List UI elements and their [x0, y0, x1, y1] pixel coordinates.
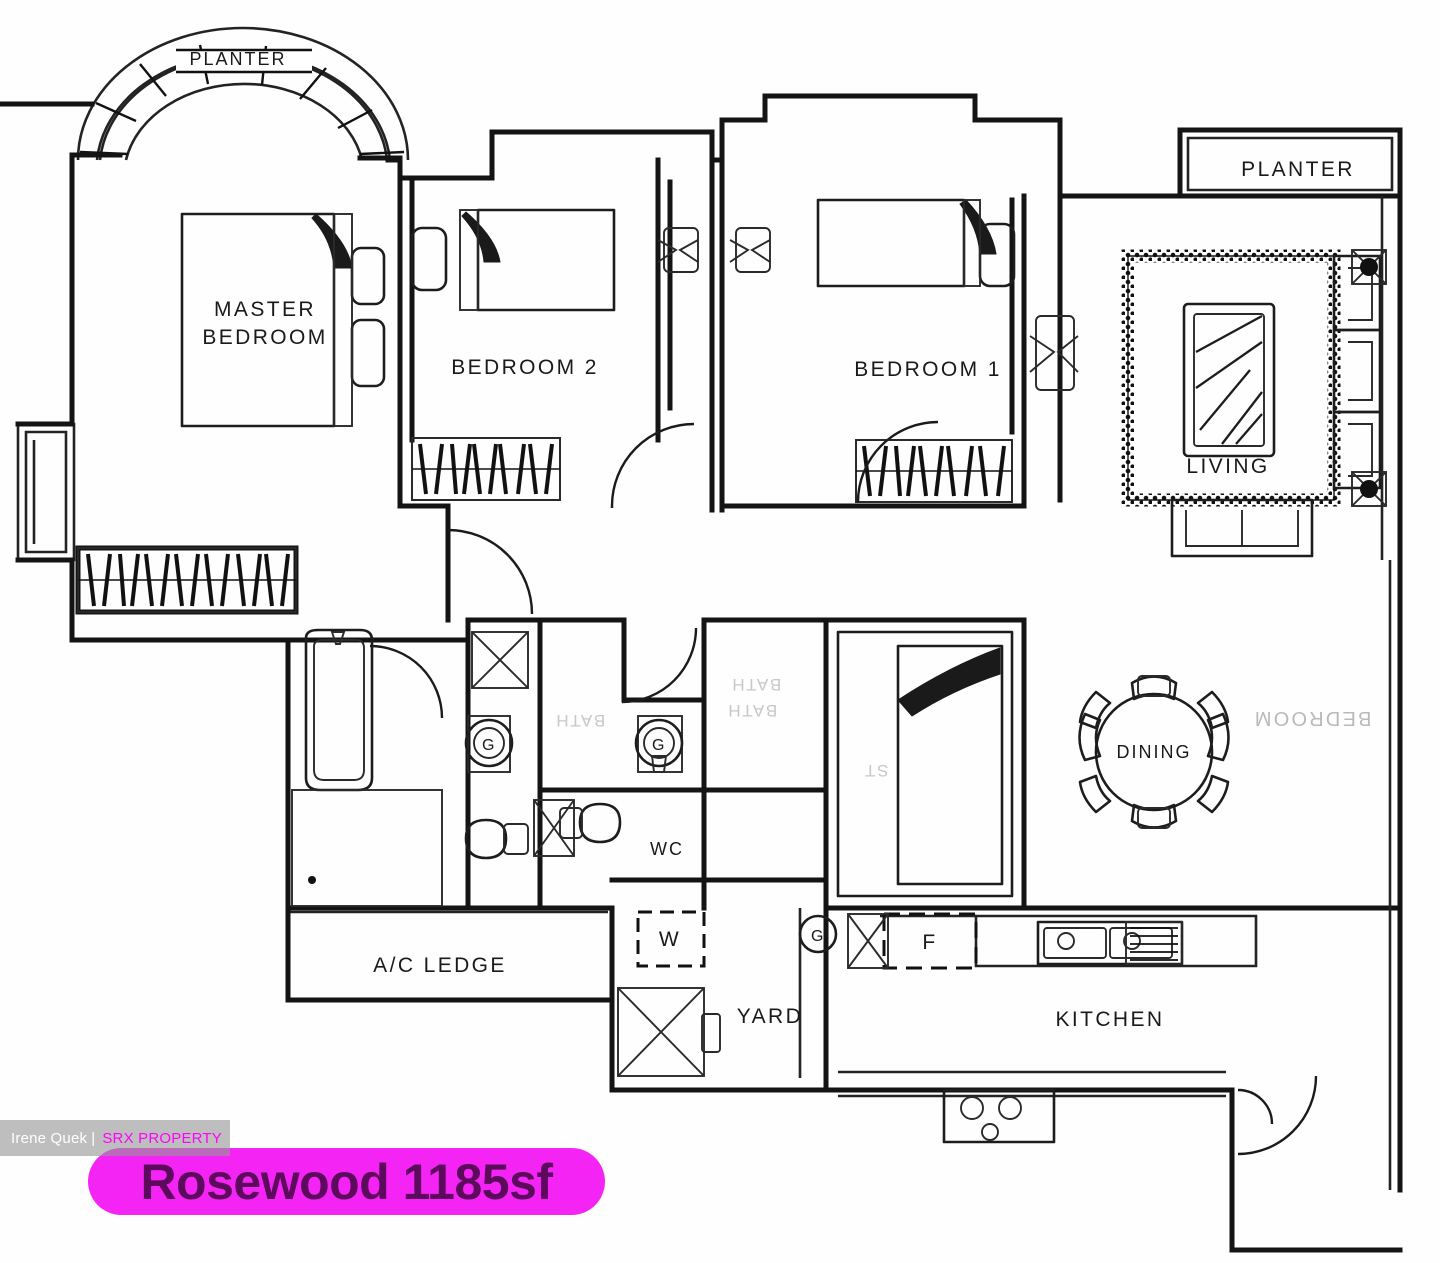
room-label-ac-ledge: A/C LEDGE [373, 954, 507, 977]
title-banner-text: Rosewood 1185sf [140, 1153, 553, 1210]
dining-furniture [1078, 675, 1230, 829]
ghost-label-bedroom-right: BEDROOM [1253, 707, 1372, 729]
appliance-label-refrigerator: F [922, 931, 937, 954]
room-label-master-bedroom-line2: BEDROOM [202, 326, 327, 349]
watermark-separator: | [91, 1129, 96, 1147]
ghost-label-bath-lower: BATH [727, 701, 777, 720]
room-label-planter-right: PLANTER [1241, 158, 1355, 181]
window-hatching [77, 437, 1013, 613]
kitchen-fixtures [636, 910, 1184, 1144]
planter-arch-structure [76, 26, 410, 161]
room-label-kitchen: KITCHEN [1056, 1008, 1165, 1031]
watermark-bar: Irene Quek | SRX PROPERTY [0, 1120, 230, 1156]
master-bedroom-furniture [180, 212, 386, 428]
appliance-label-washer: W [659, 928, 681, 951]
ghost-label-bath-left: BATH [555, 711, 605, 730]
room-label-bedroom-1: BEDROOM 1 [854, 358, 1002, 381]
title-banner: Rosewood 1185sf [88, 1148, 605, 1215]
watermark-brand: SRX PROPERTY [102, 1129, 222, 1147]
room-label-yard: YARD [737, 1005, 803, 1028]
living-room-group [1121, 249, 1387, 558]
room-label-living: LIVING [1186, 455, 1269, 478]
room-label-dining: DINING [1117, 742, 1192, 762]
window-marker [1351, 249, 1387, 507]
doors [369, 227, 1318, 1156]
ghost-label-store: ST [864, 761, 889, 780]
bedroom-3-furniture [836, 630, 1014, 898]
room-label-planter-arch: PLANTER [189, 49, 286, 69]
room-label-bedroom-2: BEDROOM 2 [451, 356, 599, 379]
appliance-label-gas-riser-3: G [811, 928, 825, 945]
ghost-label-bath-upper: BATH [731, 675, 781, 694]
room-label-master-bedroom-line1: MASTER [214, 298, 316, 321]
bathroom-fixtures [291, 628, 721, 1077]
watermark-agent-name: Irene Quek [11, 1129, 88, 1147]
room-label-wc: WC [650, 839, 684, 859]
appliance-label-gas-riser-1: G [482, 737, 496, 754]
appliance-label-gas-riser-2: G [652, 737, 666, 754]
